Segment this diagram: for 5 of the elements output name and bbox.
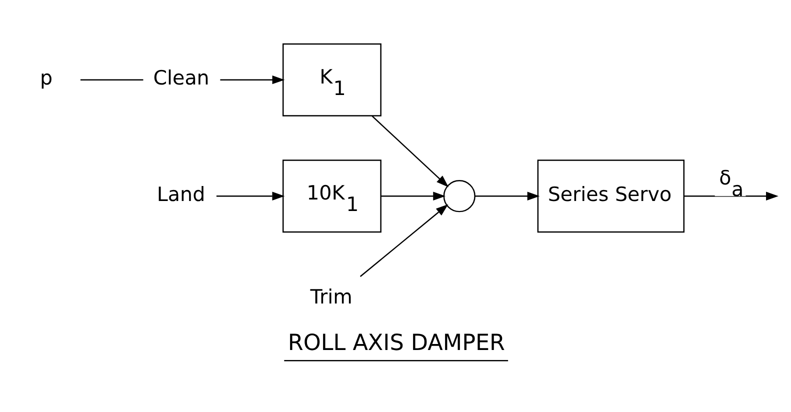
node-text: Land [156,182,206,206]
diagram-title: ROLL AXIS DAMPER [288,330,506,356]
node-text: Clean [153,66,210,90]
node-text: Trim [310,285,352,308]
node-text: p [40,66,53,90]
